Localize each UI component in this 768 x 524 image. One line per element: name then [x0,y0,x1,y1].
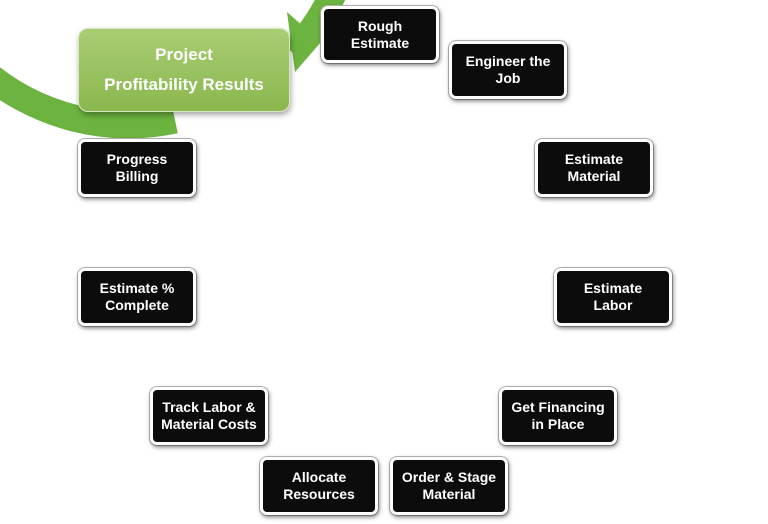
step-progress-billing: Progress Billing [78,139,196,197]
project-profitability-results-box: Project Profitability Results [78,28,290,112]
step-estimate-percent-complete: Estimate %Complete [78,268,196,326]
result-title-line2: Profitability Results [104,75,264,94]
step-estimate-labor: Estimate Labor [554,268,672,326]
cycle-arrowhead-icon [287,12,321,72]
step-track-labor-material-costs: Track Labor &Material Costs [150,387,268,445]
result-title-line1: Project [155,45,213,64]
